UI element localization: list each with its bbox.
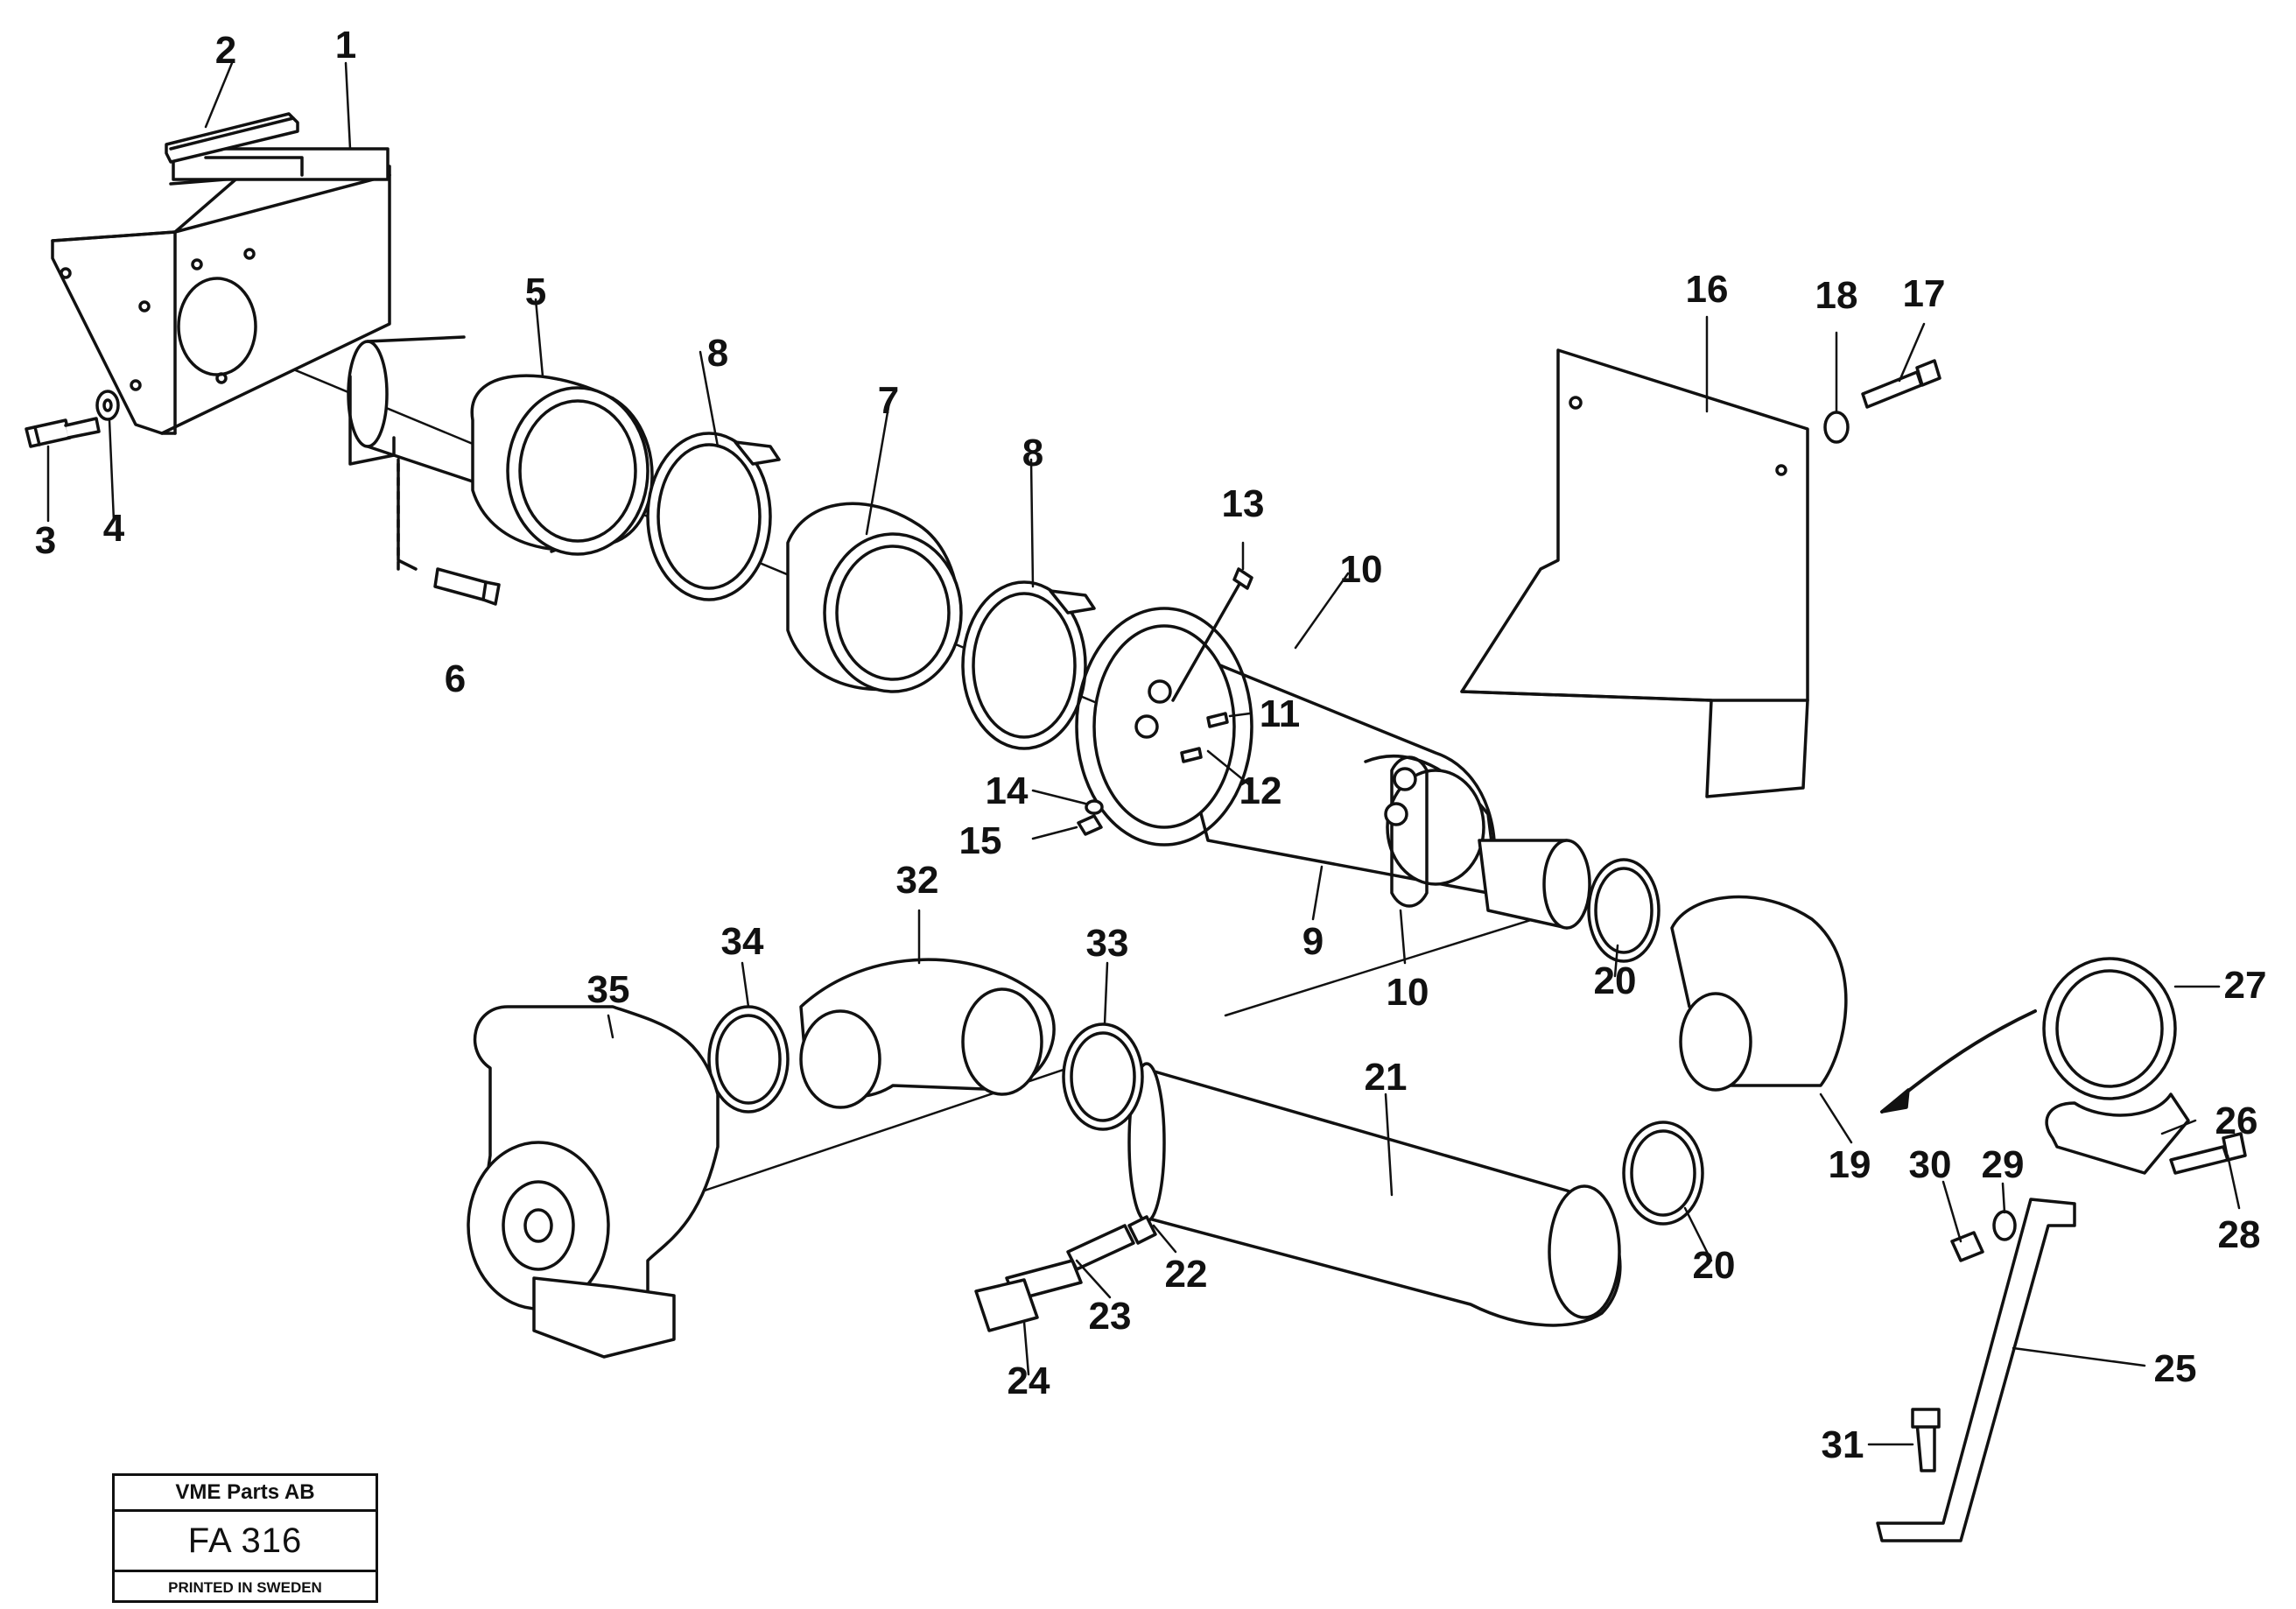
- hose-clamp-8b: [961, 580, 1096, 750]
- callout-31: 31: [1822, 1423, 1864, 1466]
- callout-33: 33: [1086, 922, 1129, 965]
- callout-10b: 10: [1387, 971, 1429, 1014]
- callout-30: 30: [1909, 1143, 1952, 1186]
- flange-pipe: [347, 335, 474, 571]
- callout-labels: 1 2 3 4 5 6 7 8 8 9 10 10 11 12 13 14 15…: [35, 24, 2267, 1466]
- callout-5: 5: [525, 271, 546, 313]
- callout-1: 1: [335, 24, 356, 67]
- callout-9: 9: [1302, 920, 1324, 963]
- callout-34: 34: [721, 920, 764, 963]
- leader-lines: [46, 61, 2241, 1446]
- callout-13: 13: [1222, 482, 1265, 525]
- title-block-figure: FA 316: [115, 1512, 376, 1572]
- callout-10a: 10: [1340, 548, 1383, 591]
- pipe-21: [1127, 1062, 1622, 1327]
- title-block-company: VME Parts AB: [115, 1476, 376, 1512]
- callout-16: 16: [1686, 268, 1729, 311]
- callout-28: 28: [2218, 1213, 2261, 1256]
- callout-26: 26: [2215, 1100, 2258, 1142]
- clamp-26-27: [2042, 957, 2190, 1175]
- rubber-strip: [165, 112, 299, 164]
- hose-sleeve-5: [470, 374, 654, 556]
- washer-4: [95, 390, 120, 421]
- title-block-printed: PRINTED IN SWEDEN: [168, 1578, 322, 1596]
- callout-8a: 8: [707, 332, 728, 375]
- callout-23: 23: [1089, 1295, 1132, 1338]
- title-block: VME Parts AB FA 316 PRINTED IN SWEDEN: [112, 1473, 378, 1603]
- callout-35: 35: [587, 968, 630, 1011]
- callout-24: 24: [1008, 1360, 1050, 1402]
- bolt-6: [433, 567, 501, 606]
- callout-18: 18: [1815, 274, 1858, 317]
- callout-14: 14: [986, 769, 1029, 812]
- hose-clamp-34: [707, 1005, 790, 1114]
- callout-22: 22: [1165, 1253, 1208, 1296]
- callout-7: 7: [878, 379, 899, 422]
- bolt-17-washer-18: [1823, 359, 1941, 444]
- callout-12: 12: [1239, 769, 1282, 812]
- band-clamp-10b: [1384, 755, 1429, 908]
- hose-sleeve-7: [786, 502, 963, 693]
- elbow-hose-32: [799, 958, 1056, 1109]
- callout-6: 6: [445, 657, 466, 700]
- callout-4: 4: [103, 507, 125, 550]
- callout-19: 19: [1829, 1143, 1871, 1186]
- air-cleaner-9: [1092, 624, 1591, 930]
- hose-clamp-20b: [1622, 1121, 1704, 1226]
- band-clamp-10a: [1075, 607, 1253, 847]
- callout-25: 25: [2154, 1347, 2197, 1390]
- callout-17: 17: [1903, 272, 1946, 315]
- callout-15: 15: [959, 819, 1002, 862]
- callout-20b: 20: [1693, 1244, 1736, 1287]
- mounting-bracket-16: [1460, 348, 1809, 798]
- intake-box: [51, 147, 391, 435]
- hose-clamp-33: [1062, 1022, 1144, 1131]
- callout-21: 21: [1365, 1056, 1408, 1099]
- callout-3: 3: [35, 519, 56, 562]
- callout-2: 2: [215, 29, 236, 72]
- elbow-hose-19: [1670, 895, 1848, 1092]
- fittings-22-23-24: [974, 1215, 1157, 1332]
- callout-32: 32: [896, 859, 939, 902]
- support-bracket-25: [1876, 1198, 2076, 1542]
- callout-20a: 20: [1594, 959, 1637, 1002]
- callout-29: 29: [1982, 1143, 2025, 1186]
- callout-27: 27: [2224, 964, 2267, 1007]
- arrow-26-to-25: [1880, 1009, 2037, 1114]
- hose-clamp-8a: [646, 432, 781, 601]
- hardware-28-31: [1911, 1132, 2247, 1472]
- callout-8b: 8: [1022, 432, 1043, 474]
- turbocharger-35: [467, 1005, 720, 1359]
- screws-11-12-13: [1171, 567, 1253, 763]
- bolt-3: [25, 417, 101, 448]
- washer-14-nut-15: [1077, 799, 1104, 836]
- callout-11: 11: [1260, 692, 1301, 735]
- hose-clamp-20a: [1587, 858, 1661, 963]
